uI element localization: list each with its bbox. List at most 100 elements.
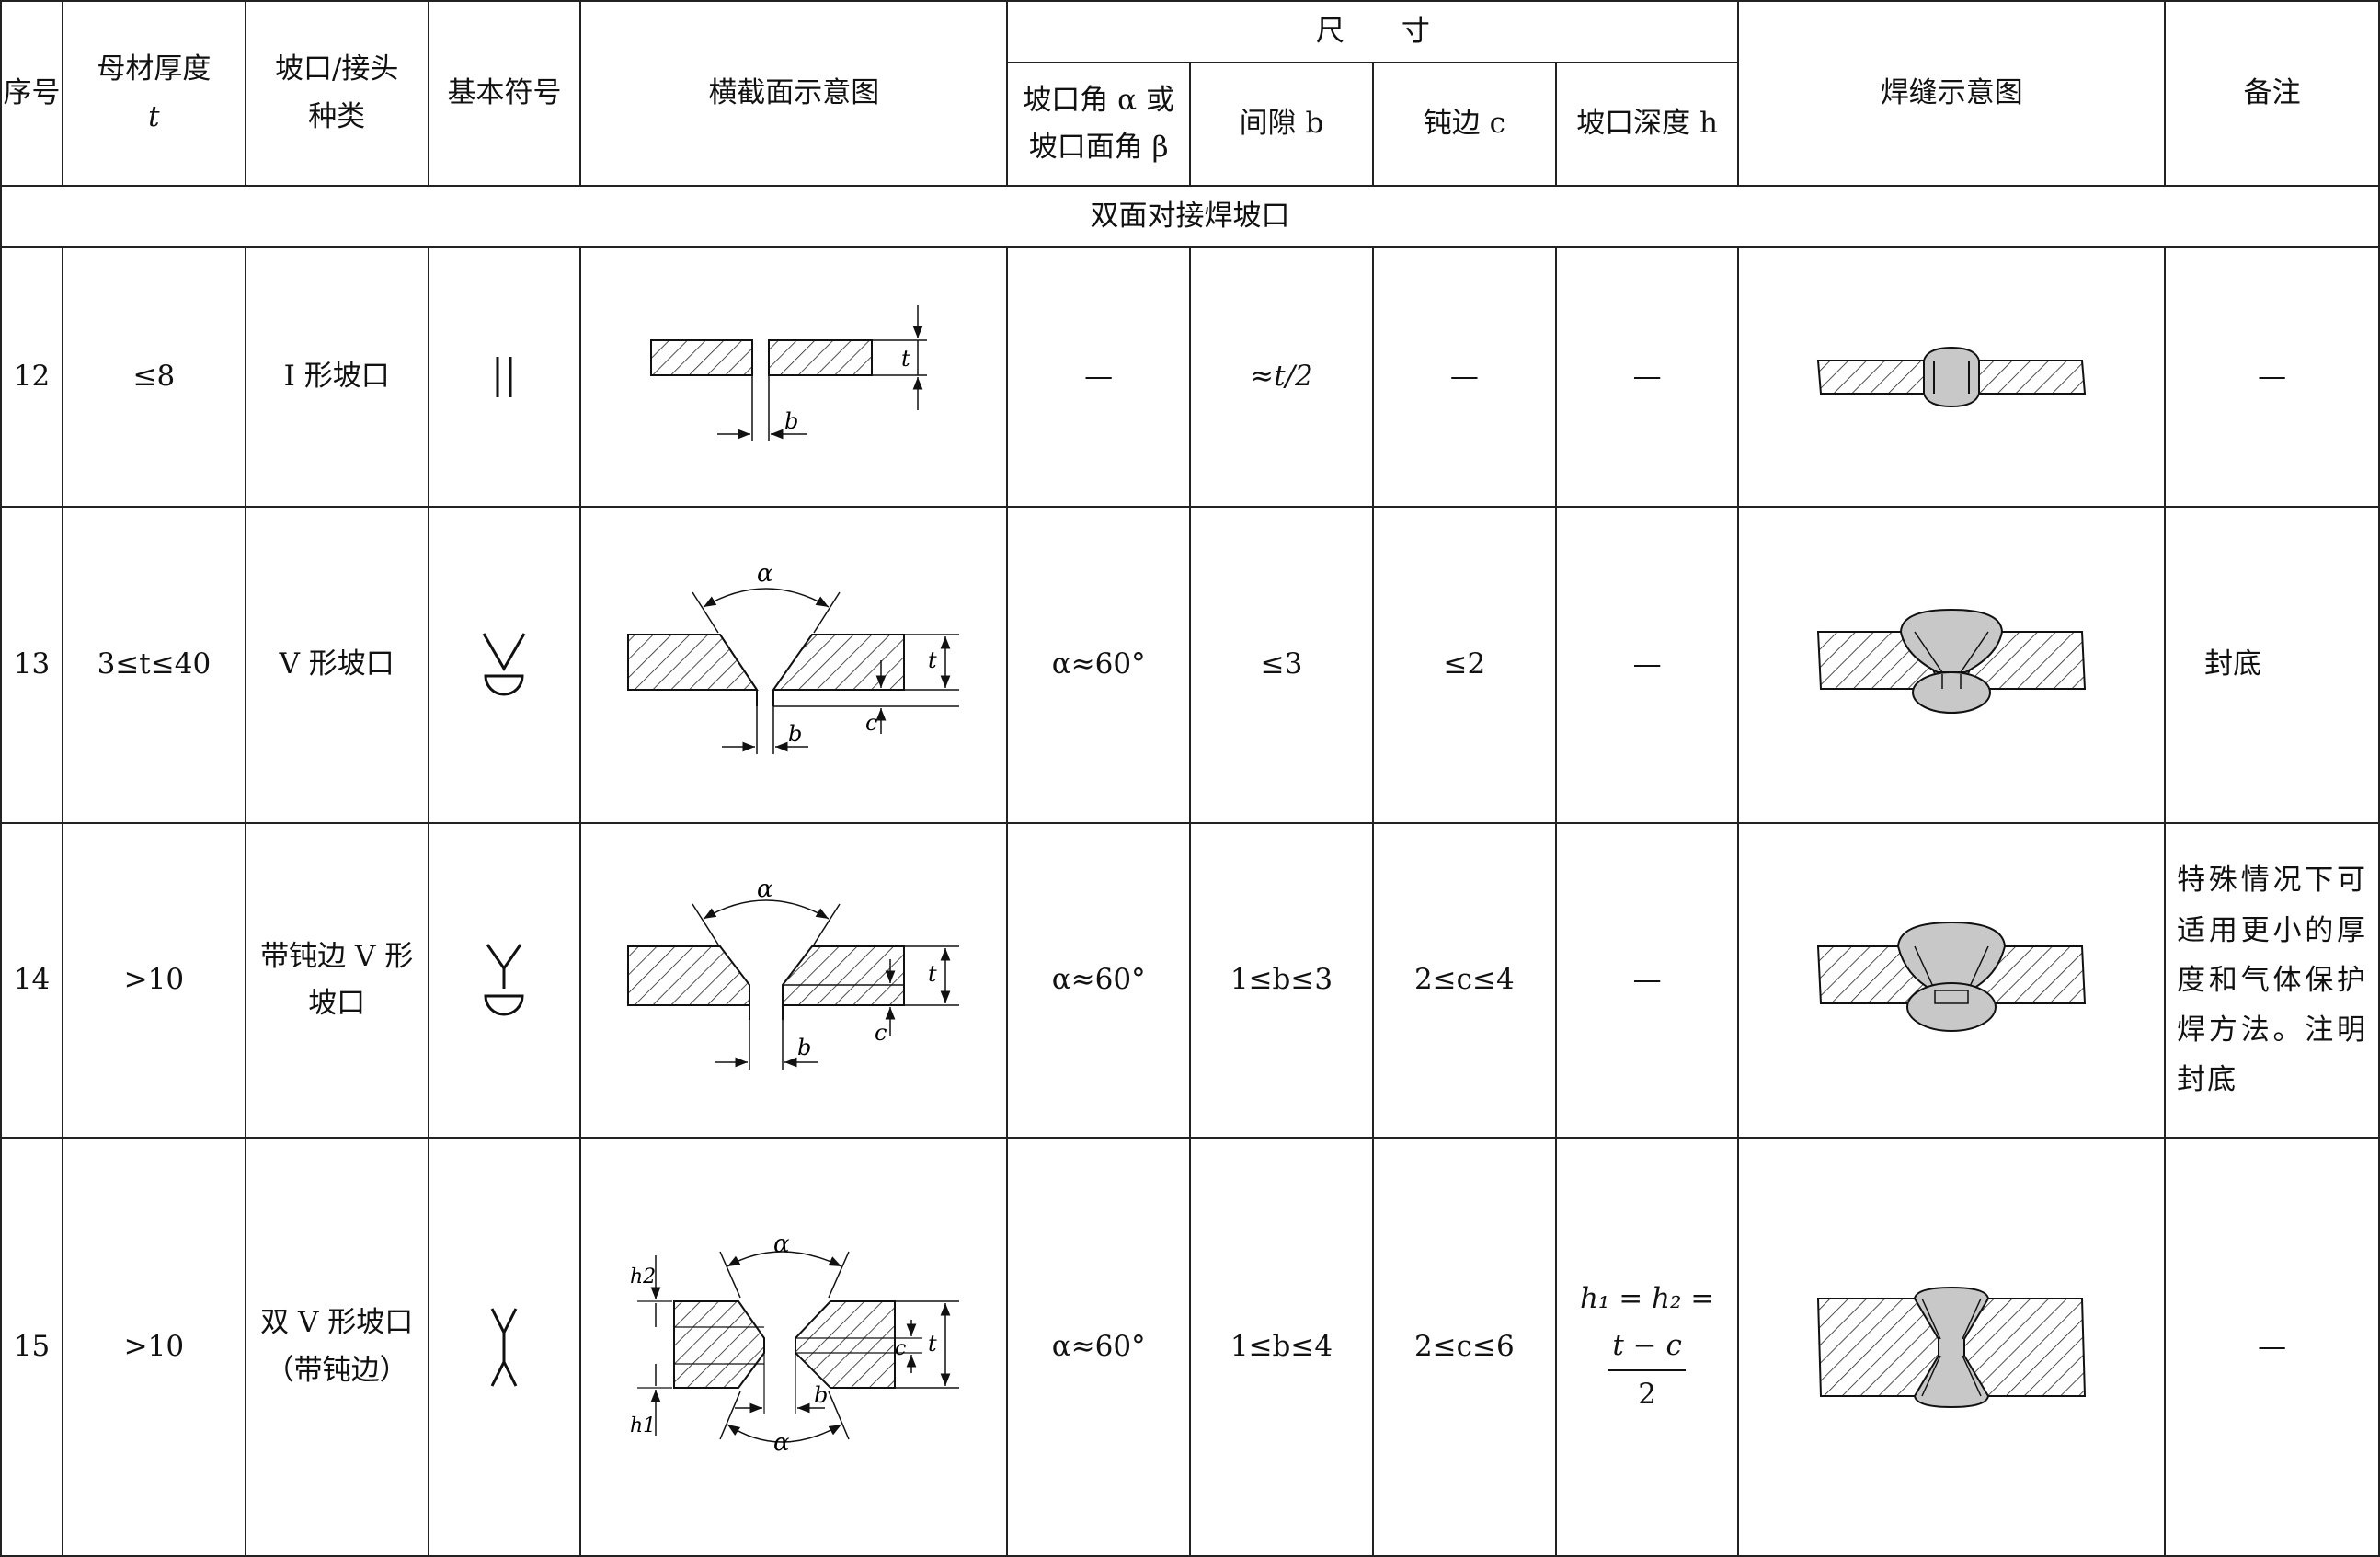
header-type: 坡口/接头 种类 [244, 0, 429, 187]
section-diagram-cell: α α t c h2 h1 [579, 1137, 1009, 1557]
weld-diagram-cell [1737, 246, 2167, 508]
label-t: t [928, 961, 937, 987]
row-thickness: ≤8 [61, 246, 246, 508]
row-depth: h₁ = h₂ = t − c 2 [1554, 1137, 1740, 1557]
weld-diagram-cell [1737, 1137, 2167, 1557]
table-row: 15 >10 双 V 形坡口 （带钝边） α [0, 1137, 2380, 1557]
header-angle: 坡口角 α 或 坡口面角 β [1006, 62, 1192, 187]
double-v-groove-weld-diagram [1817, 1286, 2087, 1408]
row-gap: ≈t/2 [1189, 246, 1374, 508]
row-remark: 特殊情况下可适用更小的厚度和气体保护焊方法。注明封底 [2164, 822, 2380, 1139]
row-angle: — [1006, 246, 1192, 508]
row-angle: α≈60° [1006, 506, 1192, 824]
header-angle-line2: 坡口面角 β [1028, 131, 1169, 164]
section-title: 双面对接焊坡口 [0, 185, 2380, 248]
table-row: 13 3≤t≤40 V 形坡口 α [0, 506, 2380, 824]
depth-formula-line1: h₁ = h₂ = [1579, 1281, 1715, 1315]
header-thickness-label: 母材厚度 [97, 52, 212, 86]
depth-formula-numerator: t − c [1608, 1322, 1686, 1372]
header-weld: 焊缝示意图 [1737, 0, 2167, 187]
y-groove-section-diagram: α t c b [627, 876, 960, 1070]
header-depth: 坡口深度 h [1554, 62, 1740, 187]
row-depth: — [1554, 822, 1740, 1139]
row-type: 带钝边 V 形 坡口 [244, 822, 429, 1139]
row-no: 14 [0, 822, 63, 1139]
symbol-cell [427, 822, 582, 1139]
i-groove-section-diagram: t b [650, 305, 928, 441]
row-root: — [1371, 246, 1557, 508]
label-c: c [895, 1337, 906, 1360]
header-gap: 间隙 b [1189, 62, 1374, 187]
label-alpha-top: α [773, 1231, 790, 1258]
header-dimensions: 尺 寸 [1006, 0, 1740, 63]
row-no: 12 [0, 246, 63, 508]
depth-formula-denominator: 2 [1638, 1378, 1656, 1412]
row-type-line1: 双 V 形坡口 [260, 1306, 414, 1340]
symbol-cell [427, 506, 582, 824]
row-depth: — [1554, 506, 1740, 824]
depth-formula-fraction: t − c 2 [1608, 1322, 1686, 1418]
row-no: 13 [0, 506, 63, 824]
row-gap: 1≤b≤4 [1189, 1137, 1374, 1557]
row-angle: α≈60° [1006, 1137, 1192, 1557]
i-groove-weld-diagram [1817, 346, 2087, 408]
row-thickness: >10 [61, 822, 246, 1139]
table-row: 14 >10 带钝边 V 形 坡口 α [0, 822, 2380, 1139]
label-c: c [865, 710, 877, 736]
v-groove-weld-diagram [1817, 608, 2087, 714]
symbol-cell [427, 1137, 582, 1557]
row-root: ≤2 [1371, 506, 1557, 824]
row-type-line2: 坡口 [308, 987, 366, 1020]
label-b: b [814, 1382, 828, 1408]
section-diagram-cell: α t c b [579, 506, 1009, 824]
table-row: 12 ≤8 I 形坡口 t b [0, 246, 2380, 508]
label-t: t [901, 346, 910, 372]
header-remark: 备注 [2164, 0, 2380, 187]
label-alpha-bottom: α [773, 1429, 790, 1457]
row-no: 15 [0, 1137, 63, 1557]
row-gap: 1≤b≤3 [1189, 822, 1374, 1139]
row-gap: ≤3 [1189, 506, 1374, 824]
header-no: 序号 [0, 0, 63, 187]
header-thickness: 母材厚度 t [61, 0, 246, 187]
row-thickness: 3≤t≤40 [61, 506, 246, 824]
row-type: I 形坡口 [244, 246, 429, 508]
label-b: b [784, 408, 798, 434]
section-diagram-cell: t b [579, 246, 1009, 508]
row-remark: — [2164, 1137, 2380, 1557]
label-t: t [928, 1331, 937, 1357]
v-groove-symbol-icon [483, 633, 526, 696]
double-v-groove-symbol-icon [491, 1307, 518, 1387]
row-root: 2≤c≤4 [1371, 822, 1557, 1139]
label-c: c [875, 1020, 887, 1046]
header-type-line2: 种类 [308, 99, 366, 133]
y-groove-weld-diagram [1817, 921, 2087, 1032]
row-depth: — [1554, 246, 1740, 508]
header-root: 钝边 c [1371, 62, 1557, 187]
i-groove-symbol-icon [496, 357, 512, 397]
label-b: b [788, 721, 802, 747]
v-groove-section-diagram: α t c b [627, 560, 960, 754]
label-b: b [797, 1035, 811, 1060]
symbol-cell [427, 246, 582, 508]
label-alpha: α [757, 560, 773, 588]
row-thickness: >10 [61, 1137, 246, 1557]
row-remark: — [2164, 246, 2380, 508]
header-section: 横截面示意图 [579, 0, 1009, 187]
label-h1: h1 [630, 1414, 656, 1437]
label-t: t [928, 647, 937, 673]
y-groove-symbol-icon [484, 944, 524, 1016]
header-type-line1: 坡口/接头 [274, 52, 399, 86]
row-type-line1: 带钝边 V 形 [260, 939, 414, 973]
header-thickness-symbol: t [148, 99, 160, 133]
double-v-groove-section-diagram: α α t c h2 h1 [630, 1231, 960, 1457]
weld-diagram-cell [1737, 506, 2167, 824]
row-root: 2≤c≤6 [1371, 1137, 1557, 1557]
header-angle-line1: 坡口角 α 或 [1023, 83, 1174, 117]
row-type: V 形坡口 [244, 506, 429, 824]
row-type: 双 V 形坡口 （带钝边） [244, 1137, 429, 1557]
section-diagram-cell: α t c b [579, 822, 1009, 1139]
header-symbol: 基本符号 [427, 0, 582, 187]
row-angle: α≈60° [1006, 822, 1192, 1139]
